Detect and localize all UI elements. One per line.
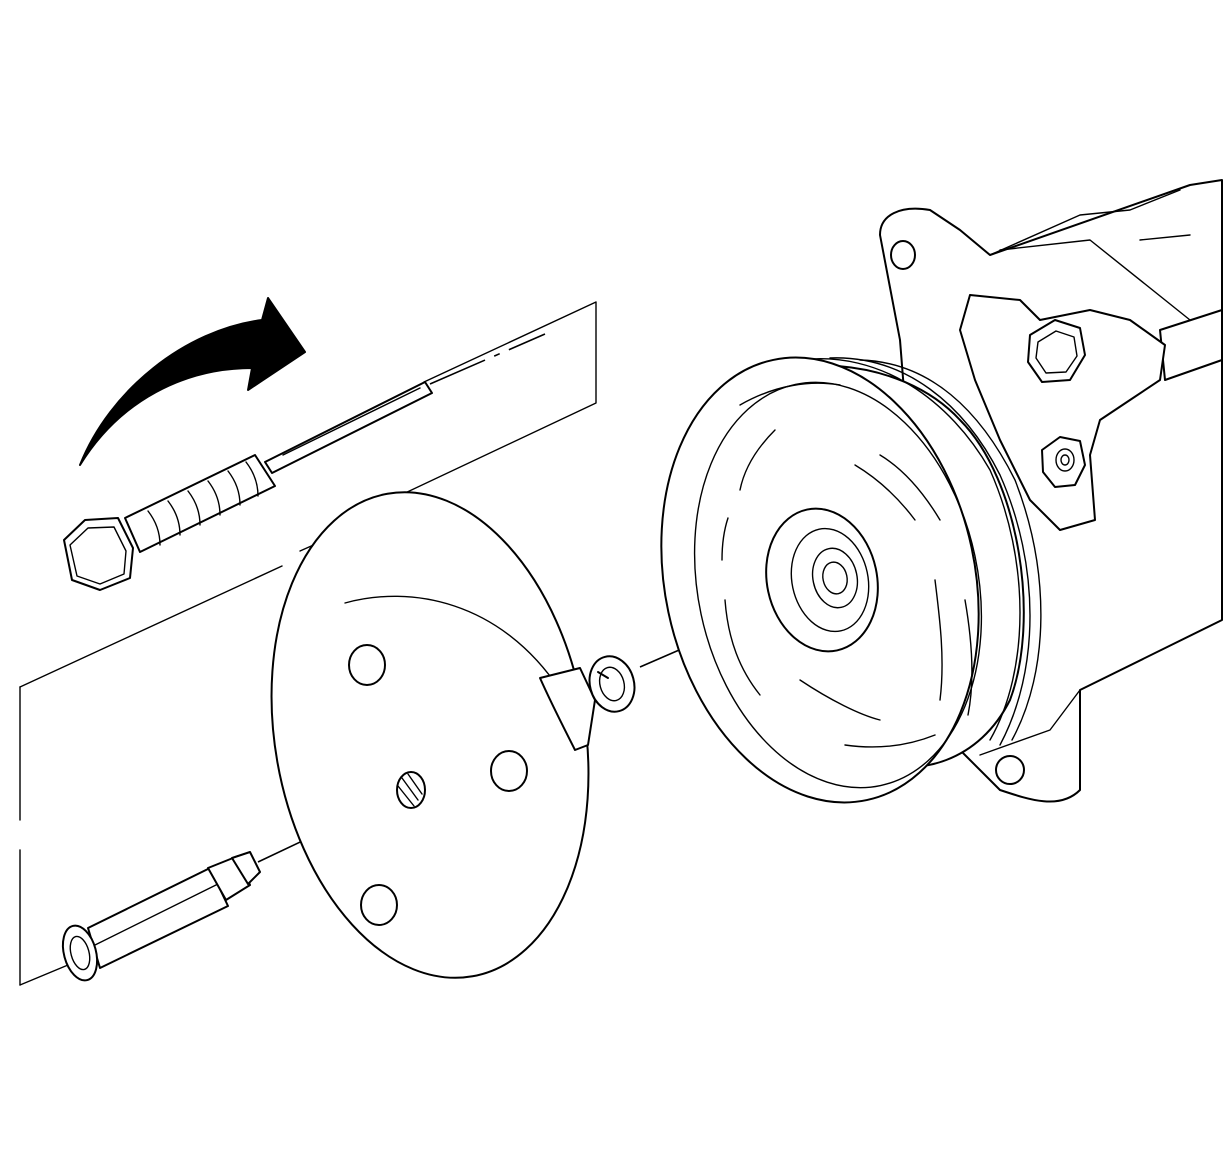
clutch-plate-remover [270, 491, 596, 979]
threaded-adapter [61, 851, 261, 982]
compressor-clutch-pulley [660, 356, 1042, 804]
retaining-ring [588, 655, 636, 713]
fitting-block [959, 294, 1166, 531]
exploded-view-frame [19, 301, 597, 986]
forcing-screw [63, 381, 433, 591]
rotation-arrow-icon [79, 297, 306, 466]
